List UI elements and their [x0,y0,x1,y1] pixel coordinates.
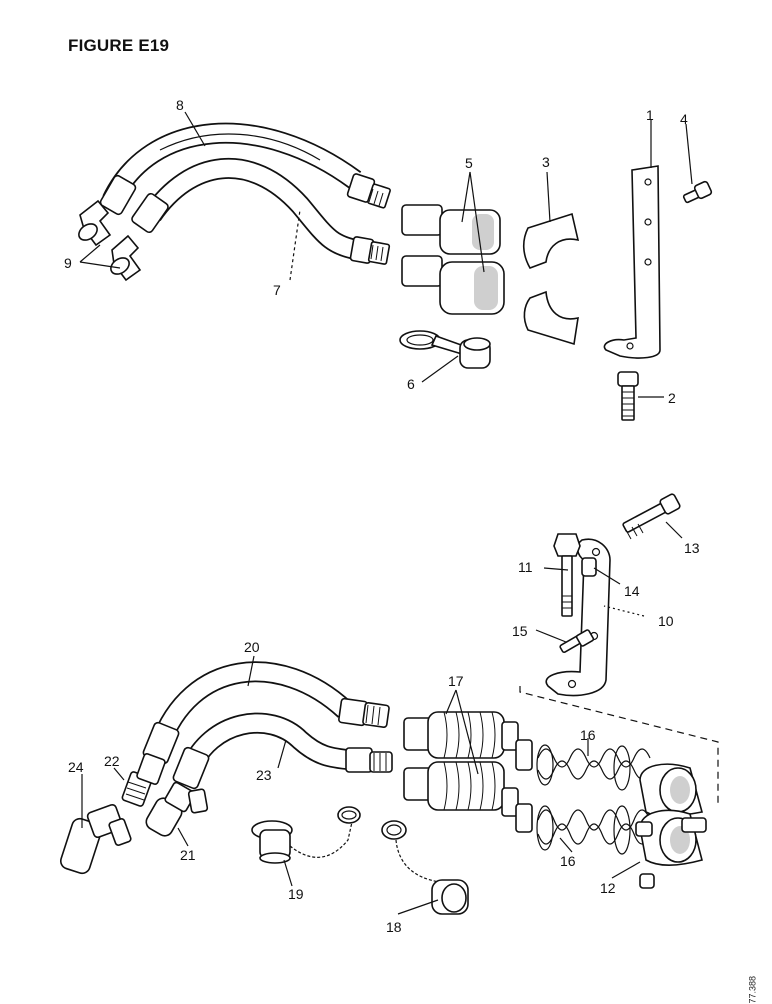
couplers-17[interactable] [403,711,533,833]
adaptor-22[interactable] [121,753,166,807]
callout-7: 7 [273,282,281,298]
stud-2[interactable] [617,371,639,421]
callout-9: 9 [64,255,72,271]
bracket-10[interactable] [545,538,611,697]
callout-3: 3 [542,154,550,170]
callout-20: 20 [244,639,260,655]
bolt-4[interactable] [682,180,713,204]
callout-10: 10 [658,613,674,629]
upper-assembly [76,111,713,421]
elbow-fittings-9[interactable] [76,199,142,282]
callout-21: 21 [180,847,196,863]
lower-assembly [59,493,719,915]
callout-16b: 16 [560,853,576,869]
clamp-12[interactable] [635,763,707,889]
hose-7[interactable] [130,157,391,265]
nut-14[interactable] [581,557,597,577]
callout-14: 14 [624,583,640,599]
callout-23: 23 [256,767,272,783]
callout-4: 4 [680,111,688,127]
dust-cap-19[interactable] [251,806,361,864]
elbow-24[interactable] [59,803,132,876]
callout-13: 13 [684,540,700,556]
drawing-reference-number: 77.388 [748,976,758,1004]
callout-17: 17 [448,673,464,689]
bolt-15[interactable] [559,629,595,654]
clamp-3[interactable] [522,212,580,346]
elbow-21[interactable] [143,781,209,838]
callout-18: 18 [386,919,402,935]
callout-22: 22 [104,753,120,769]
callout-11: 11 [518,559,533,575]
callout-16a: 16 [580,727,596,743]
hose-23[interactable] [172,712,393,790]
callout-12: 12 [600,880,616,896]
assembly-guide-line [519,686,719,806]
lower-leaders [81,521,683,915]
callout-2: 2 [668,390,676,406]
bolt-13[interactable] [622,493,681,540]
callout-15: 15 [512,623,528,639]
callout-24: 24 [68,759,84,775]
callout-8: 8 [176,97,184,113]
dust-cap-18[interactable] [381,820,469,915]
callout-labels: 1 2 3 4 5 6 7 8 9 10 11 12 13 14 15 16 1… [64,97,700,935]
bolt-11[interactable] [553,533,581,617]
callout-1: 1 [646,107,654,123]
figure-title: FIGURE E19 [68,36,170,55]
callout-5: 5 [465,155,473,171]
couplers-5[interactable] [401,204,505,315]
callout-6: 6 [407,376,415,392]
upper-leaders [79,111,693,398]
dust-cap-6[interactable] [399,330,491,369]
springs-16[interactable] [536,744,651,855]
hose-20[interactable] [142,661,390,765]
bracket-1[interactable] [603,165,661,359]
callout-19: 19 [288,886,304,902]
hose-8[interactable] [99,122,391,216]
